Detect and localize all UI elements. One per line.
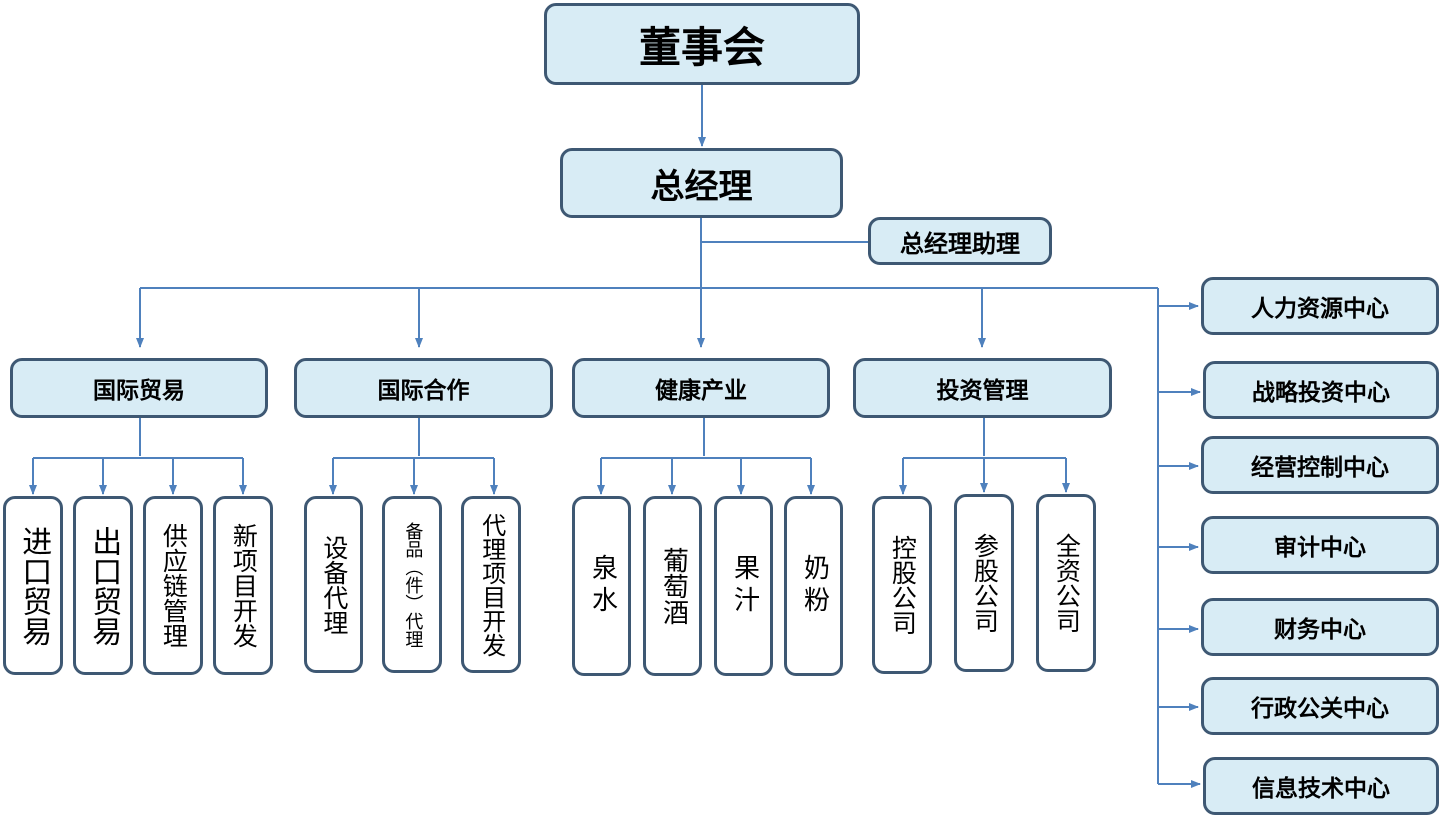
unit-label: 参股公司: [970, 533, 1000, 633]
unit-export-trade: 出口贸易: [73, 496, 133, 675]
unit-label: 控股公司: [888, 535, 918, 635]
unit-label: 泉水: [587, 554, 618, 618]
unit-wine: 葡萄酒: [643, 496, 702, 676]
center-hr: 人力资源中心: [1201, 277, 1439, 335]
unit-label: 出口贸易: [86, 525, 122, 646]
center-operations-control: 经营控制中心: [1201, 436, 1439, 494]
unit-label: 新项目开发: [229, 523, 259, 648]
unit-equipment-agency: 设备代理: [304, 496, 363, 673]
unit-agency-project-dev: 代理项目开发: [461, 496, 521, 673]
unit-label: 葡萄酒: [658, 547, 689, 625]
unit-label: 设备代理: [319, 534, 349, 635]
center-strategic-investment: 战略投资中心: [1203, 361, 1439, 419]
division-international-trade: 国际贸易: [10, 358, 268, 418]
unit-milk-powder: 奶粉: [784, 496, 843, 676]
center-it: 信息技术中心: [1203, 757, 1439, 815]
unit-supply-chain: 供应链管理: [143, 496, 203, 675]
unit-label: 果汁: [729, 554, 760, 618]
unit-holding-company: 控股公司: [872, 496, 932, 674]
division-health-industry: 健康产业: [572, 358, 830, 418]
division-investment-management: 投资管理: [853, 358, 1112, 418]
unit-label: 进口贸易: [16, 525, 52, 646]
division-international-cooperation: 国际合作: [294, 358, 553, 418]
unit-label: 备品（件）代理: [402, 521, 424, 648]
unit-label: 奶粉: [799, 554, 830, 618]
center-audit: 审计中心: [1201, 516, 1439, 574]
unit-new-project-dev: 新项目开发: [213, 496, 273, 675]
unit-spring-water: 泉水: [572, 496, 631, 676]
unit-juice: 果汁: [714, 496, 773, 676]
center-finance: 财务中心: [1201, 598, 1439, 656]
unit-spare-parts-agency: 备品（件）代理: [382, 496, 442, 673]
center-admin-pr: 行政公关中心: [1201, 677, 1439, 735]
unit-label: 供应链管理: [159, 523, 189, 648]
unit-wholly-owned: 全资公司: [1036, 494, 1096, 672]
unit-equity-participation: 参股公司: [954, 494, 1014, 672]
assistant-node: 总经理助理: [868, 217, 1052, 265]
general-manager-node: 总经理: [560, 148, 843, 218]
unit-label: 代理项目开发: [477, 512, 506, 657]
unit-label: 全资公司: [1052, 533, 1082, 633]
board-node: 董事会: [544, 3, 860, 85]
unit-import-trade: 进口贸易: [3, 496, 63, 675]
